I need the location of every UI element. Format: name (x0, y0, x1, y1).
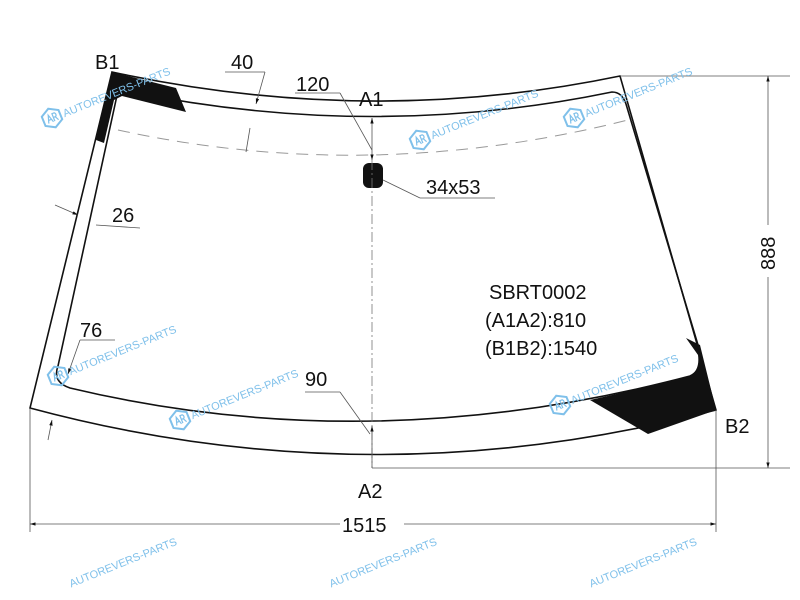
side-band-dim: 26 (112, 205, 134, 227)
svg-text:AUTOREVERS-PARTS: AUTOREVERS-PARTS (68, 536, 179, 590)
svg-text:AUTOREVERS-PARTS: AUTOREVERS-PARTS (588, 536, 699, 590)
black-corner-top-left (96, 72, 186, 143)
part-code: SBRT0002 (489, 282, 586, 304)
corner-dim: 76 (80, 320, 102, 342)
sensor-area (363, 163, 383, 188)
svg-text:AUTOREVERS-PARTS: AUTOREVERS-PARTS (189, 368, 300, 422)
sensor-dim: 34x53 (426, 177, 481, 199)
shade-band-line (117, 119, 629, 156)
top-band-dim: 40 (231, 52, 253, 74)
width-dim: 1515 (342, 515, 387, 537)
bottom-band-dim: 90 (305, 369, 327, 391)
point-a2-label: A2 (358, 481, 382, 503)
glass-inner-outline (55, 89, 701, 423)
height-dim: 888 (758, 237, 780, 270)
svg-text:AUTOREVERS-PARTS: AUTOREVERS-PARTS (328, 536, 439, 590)
black-corner-bottom-right (590, 338, 716, 434)
watermark: AUTOREVERS-PARTS (560, 66, 694, 132)
svg-text:AUTOREVERS-PARTS: AUTOREVERS-PARTS (583, 66, 694, 120)
a1a2-dim: (A1A2):810 (485, 310, 586, 332)
watermark: AUTOREVERS-PARTS (328, 536, 439, 590)
watermark: AUTOREVERS-PARTS (68, 536, 179, 590)
watermark: AUTOREVERS-PARTS (588, 536, 699, 590)
watermark: AUTOREVERS-PARTS (166, 368, 300, 434)
point-b1-label: B1 (95, 52, 119, 74)
point-b2-label: B2 (725, 416, 749, 438)
b1b2-dim: (B1B2):1540 (485, 338, 597, 360)
top-shade-dim: 120 (296, 74, 329, 96)
point-a1-label: A1 (359, 89, 383, 111)
